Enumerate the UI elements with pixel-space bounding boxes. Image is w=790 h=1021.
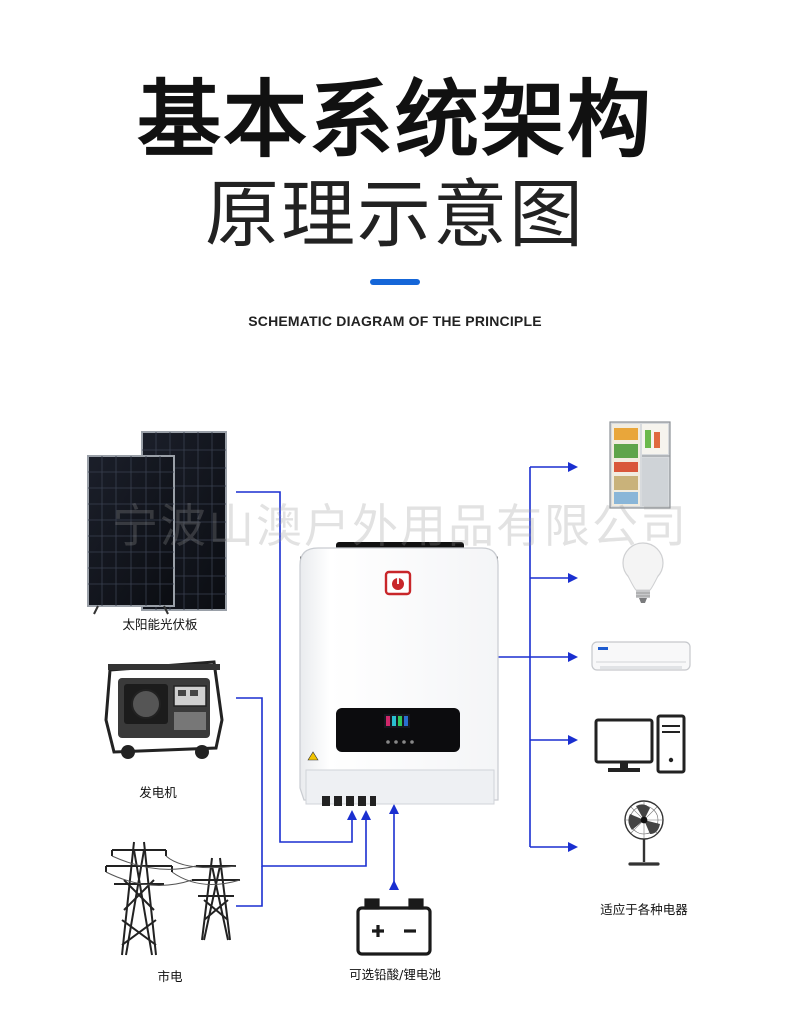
light-bulb-icon (622, 542, 664, 603)
grid-tower-icon (105, 841, 241, 956)
wires (236, 462, 578, 907)
english-subtitle: SCHEMATIC DIAGRAM OF THE PRINCIPLE (248, 313, 542, 329)
power-icon (384, 570, 412, 596)
generator-label: 发电机 (139, 785, 177, 800)
solar-panel-icon (87, 431, 227, 615)
title-accent-bar (370, 279, 420, 285)
solar-wire (236, 491, 357, 843)
battery-label: 可选铅酸/锂电池 (349, 967, 441, 982)
generator-icon (104, 660, 224, 759)
page-subtitle: 原理示意图 (205, 172, 585, 258)
inverter-unit (299, 542, 499, 806)
fridge-icon (609, 421, 671, 509)
appliances-label: 适应于各种电器 (600, 902, 688, 917)
computer-icon (594, 714, 686, 774)
solar-label: 太阳能光伏板 (122, 617, 198, 632)
battery-icon (356, 898, 432, 956)
inverter-display (336, 708, 460, 752)
fan-icon (624, 800, 664, 866)
air-conditioner-icon (591, 641, 691, 671)
page-title: 基本系统架构 (136, 71, 653, 169)
grid-label: 市电 (157, 969, 183, 984)
grid-wire (236, 866, 263, 907)
